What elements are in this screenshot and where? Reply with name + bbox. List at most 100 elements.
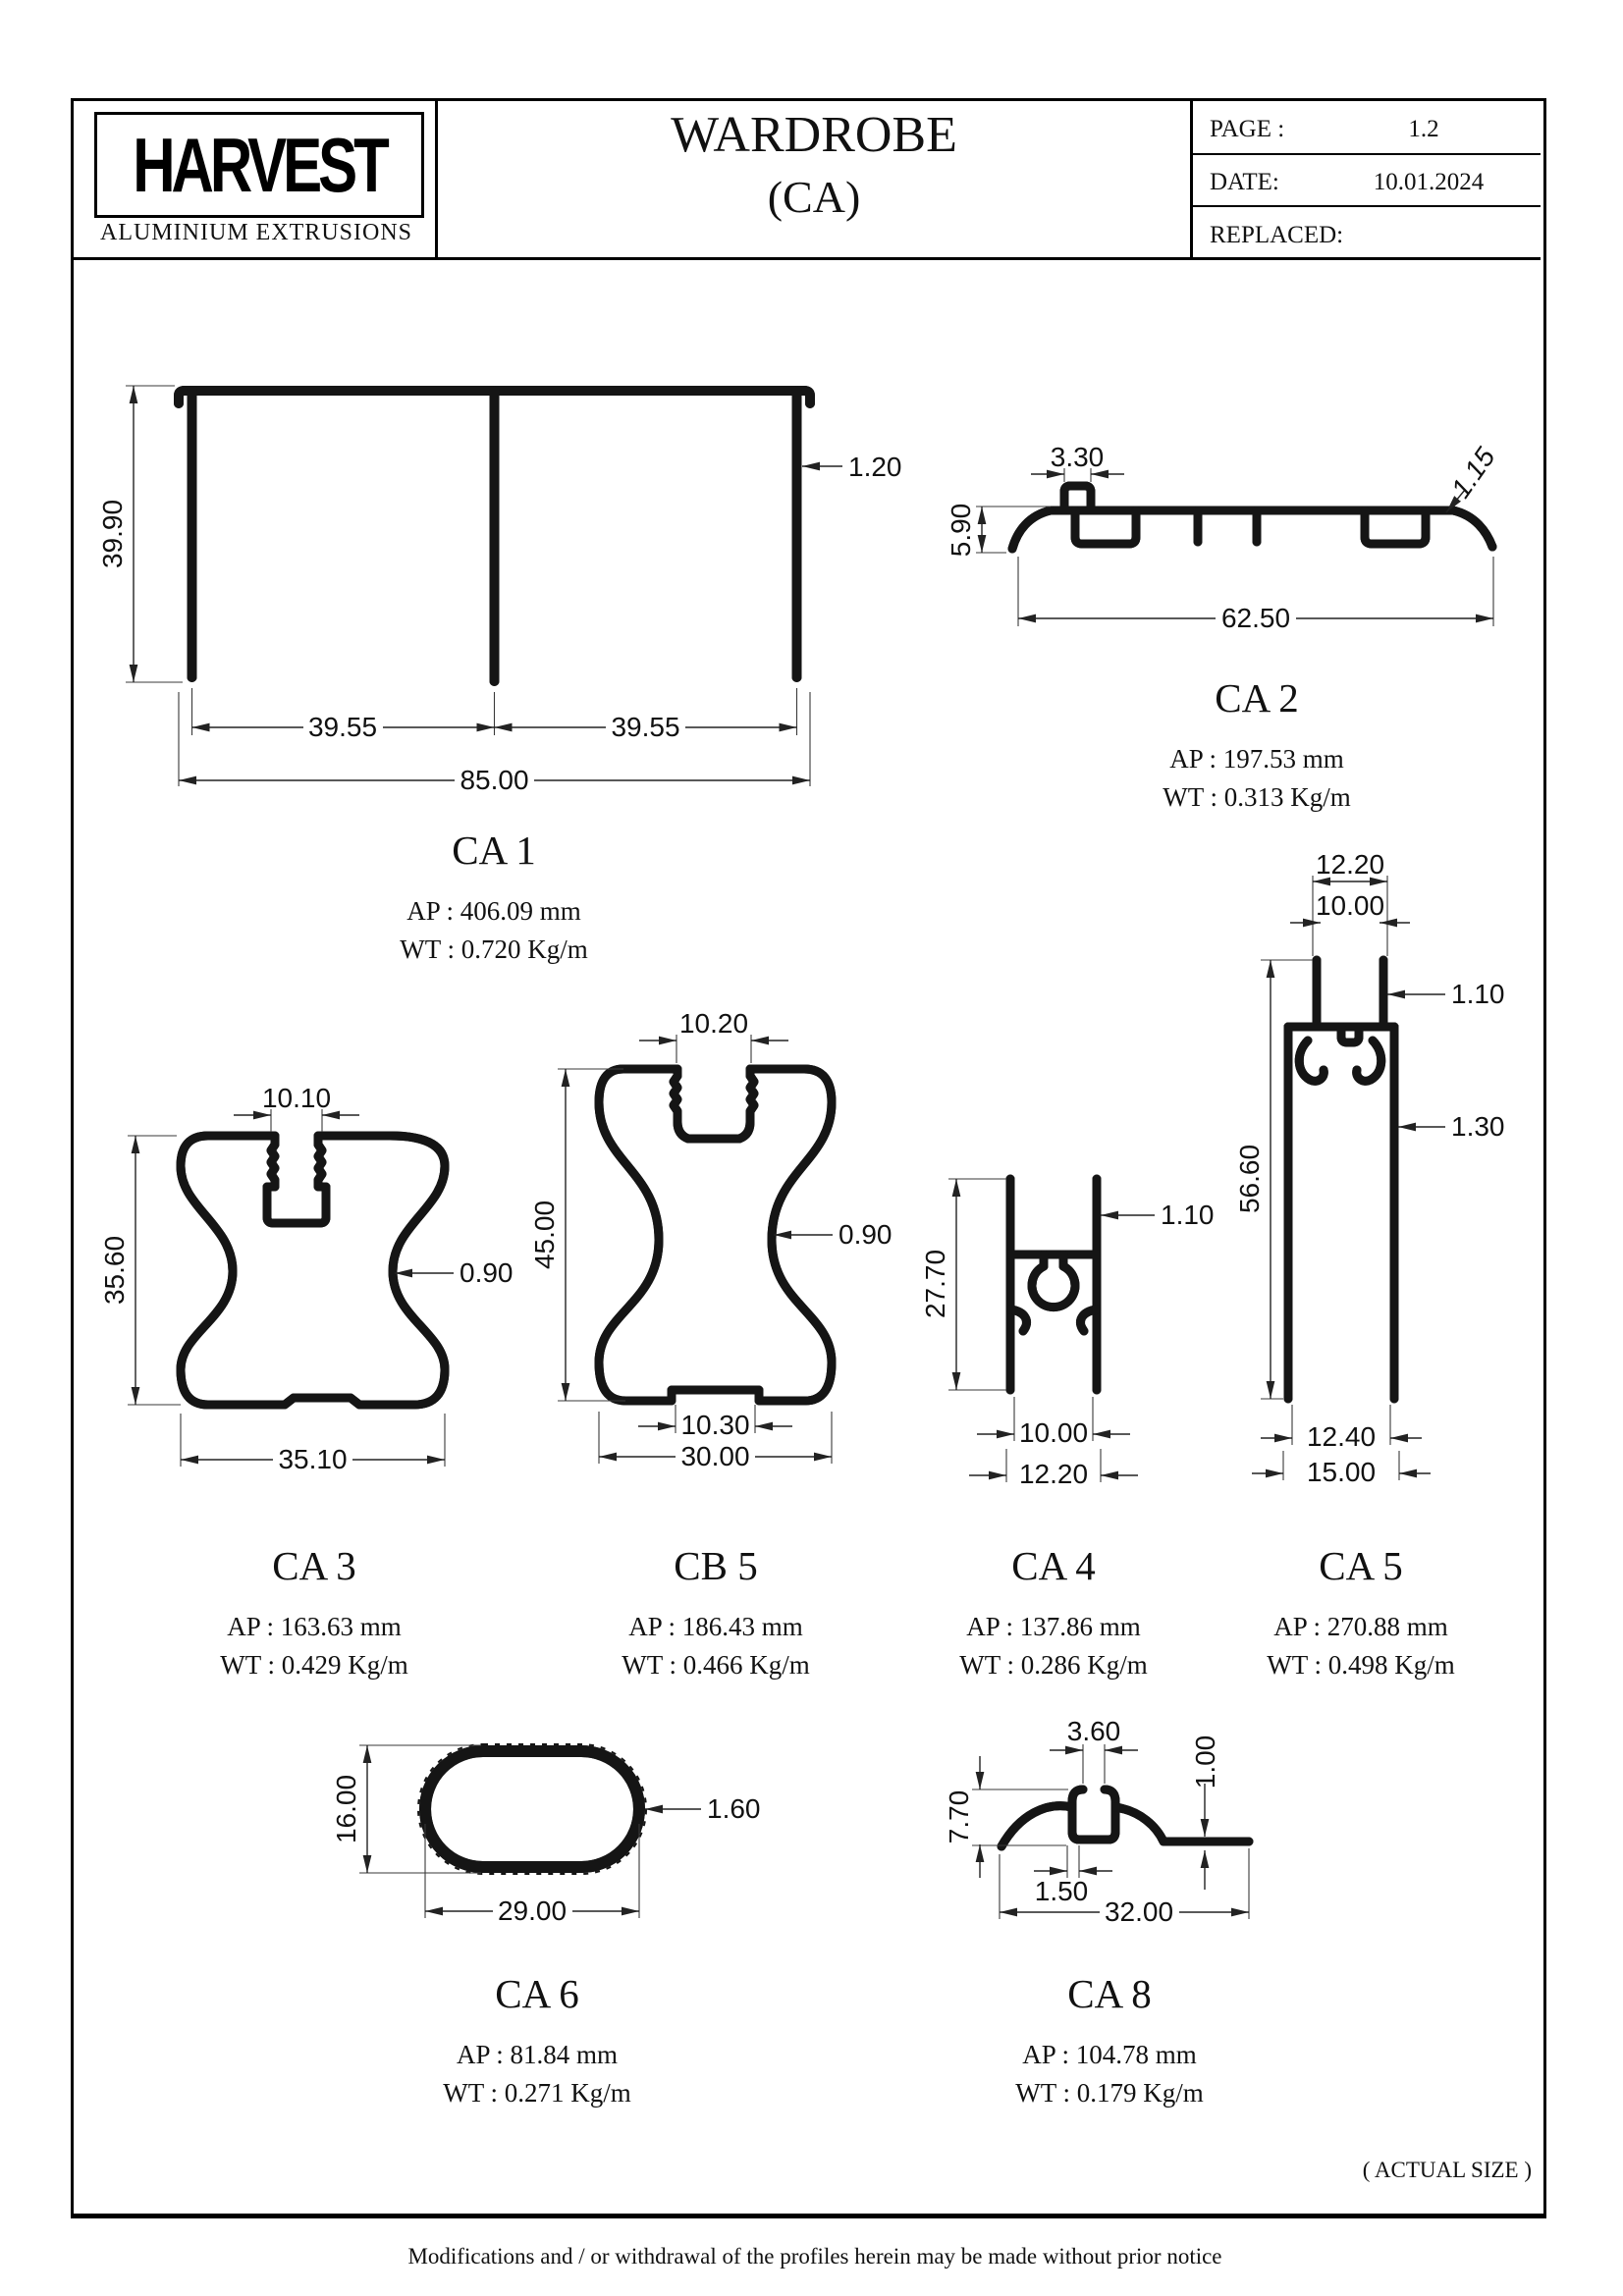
ca5-dimensions: 12.20 10.00 1.10 56.60 1.30 12.40 15.00: [1234, 849, 1505, 1487]
ca4-profile-outline: [1005, 1174, 1102, 1395]
ca1-dim-span-left: 39.55: [308, 712, 377, 742]
ca6-profile-outline: [419, 1745, 645, 1873]
ca8-ap: AP : 104.78 mm: [1022, 2040, 1197, 2069]
cb5-ap: AP : 186.43 mm: [628, 1612, 803, 1641]
ca1-wt: WT : 0.720 Kg/m: [400, 934, 588, 964]
ca3-wt: WT : 0.429 Kg/m: [220, 1650, 408, 1680]
cb5-dim-slot-bottom: 10.30: [680, 1410, 749, 1440]
cb5-dim-overall: 30.00: [680, 1441, 749, 1471]
header-bottom-rule: [74, 257, 1541, 260]
ca4-ap: AP : 137.86 mm: [966, 1612, 1141, 1641]
ca6-dimensions: 16.00 29.00 1.60: [331, 1744, 761, 1926]
ca3-dim-slot: 10.10: [262, 1083, 331, 1113]
ca6-dim-height: 16.00: [331, 1775, 361, 1843]
ca5-dim-top-outer: 12.20: [1316, 849, 1384, 880]
ca5-dim-bottom-outer: 15.00: [1307, 1457, 1376, 1487]
actual-size-note: ( ACTUAL SIZE ): [1362, 2158, 1532, 2182]
cb5-dimensions: 10.20 45.00 0.90 10.30 30.00: [529, 1008, 893, 1471]
ca4-dim-wall: 1.10: [1161, 1200, 1215, 1230]
ca6-dim-wall: 1.60: [707, 1793, 761, 1824]
ca5-dim-wall: 1.30: [1451, 1111, 1505, 1142]
ca1-drawing: 39.90 1.20 39.55 39.55 85.00: [97, 385, 902, 795]
ca2-ap: AP : 197.53 mm: [1169, 744, 1344, 774]
ca5-wt: WT : 0.498 Kg/m: [1267, 1650, 1455, 1680]
ca4-dimensions: 1.10 27.70 10.00 12.20: [920, 1178, 1215, 1489]
info-row-rule-2: [1193, 205, 1541, 207]
brand-subtitle: ALUMINIUM EXTRUSIONS: [100, 220, 412, 245]
ca4-dim-overall: 12.20: [1019, 1459, 1088, 1489]
ca5-dim-height: 56.60: [1234, 1145, 1265, 1213]
ca1-dim-height: 39.90: [97, 500, 128, 568]
ca3-drawing: 10.10 35.60 0.90 35.10: [99, 1083, 514, 1474]
ca8-dimensions: 3.60 1.00 7.70 1.50 32.00: [944, 1716, 1250, 1927]
ca6-ap: AP : 81.84 mm: [456, 2040, 619, 2069]
ca3-dim-wall: 0.90: [460, 1257, 514, 1288]
ca3-dimensions: 10.10 35.60 0.90 35.10: [99, 1083, 514, 1474]
ca5-dim-top-inner: 10.00: [1316, 890, 1384, 921]
ca6-name: CA 6: [495, 1971, 579, 2016]
disclaimer-note: Modifications and / or withdrawal of the…: [407, 2244, 1222, 2269]
ca6-drawing: 16.00 29.00 1.60: [331, 1743, 761, 1926]
page-number-label: PAGE :: [1210, 116, 1285, 142]
ca8-dim-tail: 1.00: [1190, 1735, 1220, 1789]
ca5-label-block: CA 5 AP : 270.88 mm WT : 0.498 Kg/m: [1214, 1543, 1508, 1684]
header-divider-right: [1190, 101, 1193, 257]
ca2-drawing: 3.30 1.15 5.90 62.50: [946, 442, 1501, 633]
ca8-dim-slot: 3.60: [1067, 1716, 1121, 1746]
ca3-label-block: CA 3 AP : 163.63 mm WT : 0.429 Kg/m: [167, 1543, 461, 1684]
page-title-series: (CA): [767, 172, 861, 222]
date-value: 10.01.2024: [1373, 169, 1485, 195]
cb5-label-block: CB 5 AP : 186.43 mm WT : 0.466 Kg/m: [568, 1543, 863, 1684]
ca4-label-block: CA 4 AP : 137.86 mm WT : 0.286 Kg/m: [906, 1543, 1201, 1684]
brand-logo: HARVEST: [94, 112, 424, 218]
ca8-dim-ledge: 1.50: [1035, 1876, 1089, 1906]
ca4-wt: WT : 0.286 Kg/m: [959, 1650, 1148, 1680]
ca8-drawing: 3.60 1.00 7.70 1.50 32.00: [944, 1716, 1254, 1927]
brand-logo-text: HARVEST: [133, 122, 390, 208]
cb5-wt: WT : 0.466 Kg/m: [622, 1650, 810, 1680]
info-row-rule-1: [1193, 153, 1541, 155]
page-border-frame: [71, 98, 1546, 2218]
ca2-dimensions: 3.30 1.15 5.90 62.50: [946, 442, 1501, 633]
ca4-dim-height: 27.70: [920, 1250, 950, 1318]
ca1-ap: AP : 406.09 mm: [406, 896, 581, 926]
replaced-label: REPLACED:: [1210, 222, 1344, 248]
ca2-label-block: CA 2 AP : 197.53 mm WT : 0.313 Kg/m: [1109, 675, 1404, 817]
ca2-dim-tab: 3.30: [1051, 442, 1105, 472]
ca3-profile-outline: [176, 1131, 450, 1410]
ca2-wt: WT : 0.313 Kg/m: [1163, 782, 1351, 812]
cb5-drawing: 10.20 45.00 0.90 10.30 30.00: [529, 1008, 893, 1471]
ca2-dim-lip: 1.15: [1445, 442, 1501, 504]
ca8-dim-height: 7.70: [944, 1790, 974, 1844]
header-divider-left: [435, 101, 438, 257]
ca1-dim-span-right: 39.55: [611, 712, 679, 742]
ca6-label-block: CA 6 AP : 81.84 mm WT : 0.271 Kg/m: [390, 1971, 684, 2112]
cb5-dim-slot-top: 10.20: [679, 1008, 748, 1039]
ca5-dim-wall-top: 1.10: [1451, 979, 1505, 1009]
ca1-dim-overall: 85.00: [460, 765, 528, 795]
date-label: DATE:: [1210, 169, 1279, 195]
ca2-dim-height: 5.90: [946, 504, 976, 558]
ca8-wt: WT : 0.179 Kg/m: [1015, 2078, 1204, 2108]
ca1-dim-wall: 1.20: [848, 452, 902, 482]
ca3-dim-overall: 35.10: [278, 1444, 347, 1474]
ca5-drawing: 12.20 10.00 1.10 56.60 1.30 12.40 15.00: [1234, 849, 1505, 1487]
ca3-dim-height: 35.60: [99, 1236, 130, 1305]
ca2-name: CA 2: [1215, 675, 1299, 721]
ca1-dimensions: 39.90 1.20 39.55 39.55 85.00: [97, 385, 902, 795]
ca6-dim-width: 29.00: [498, 1896, 567, 1926]
ca4-drawing: 1.10 27.70 10.00 12.20: [920, 1174, 1215, 1489]
ca6-wt: WT : 0.271 Kg/m: [443, 2078, 631, 2108]
ca2-dim-overall: 62.50: [1221, 603, 1290, 633]
ca1-name: CA 1: [452, 828, 536, 873]
ca1-label-block: CA 1 AP : 406.09 mm WT : 0.720 Kg/m: [347, 828, 641, 969]
page-number-value: 1.2: [1408, 116, 1439, 142]
ca4-dim-inner: 10.00: [1019, 1417, 1088, 1448]
ca3-name: CA 3: [272, 1543, 356, 1588]
ca5-name: CA 5: [1319, 1543, 1403, 1588]
page-title: WARDROBE: [671, 107, 957, 163]
ca8-label-block: CA 8 AP : 104.78 mm WT : 0.179 Kg/m: [962, 1971, 1257, 2112]
ca5-ap: AP : 270.88 mm: [1273, 1612, 1448, 1641]
cb5-dim-height: 45.00: [529, 1201, 560, 1269]
